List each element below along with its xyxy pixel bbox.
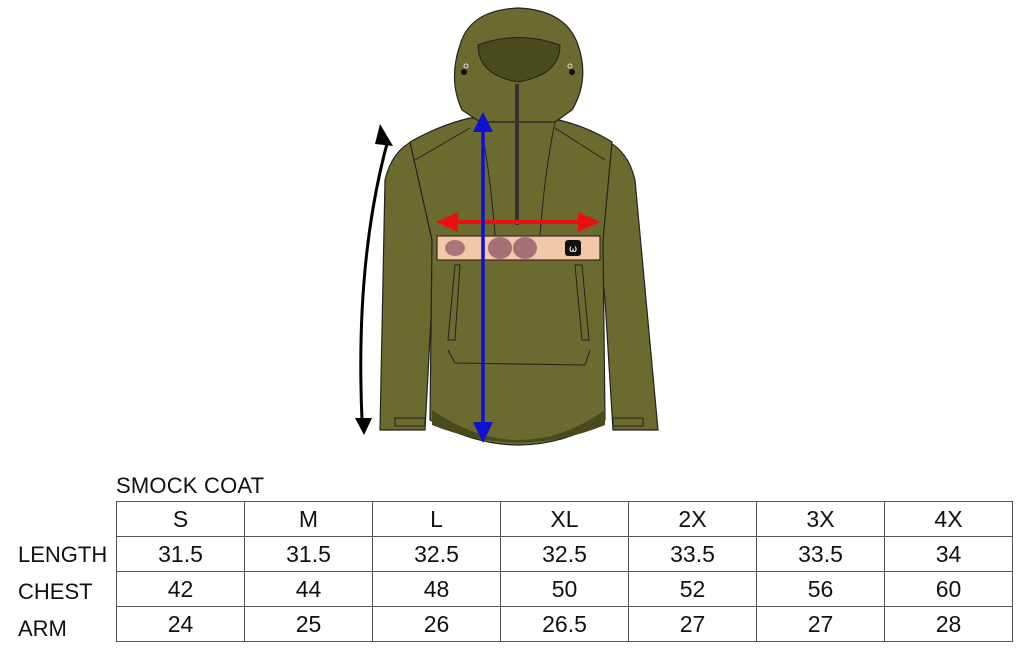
table-cell: 34 (884, 536, 1013, 572)
size-header: 4X (884, 501, 1013, 537)
arm-measure-arrow (355, 124, 393, 435)
table-cell: 31.5 (244, 536, 373, 572)
size-header: L (372, 501, 501, 537)
svg-text:ω: ω (569, 244, 577, 255)
table-cell: 48 (372, 571, 501, 607)
size-header: 2X (628, 501, 757, 537)
table-cell: 28 (884, 606, 1013, 642)
table-cell: 42 (116, 571, 245, 607)
size-header: M (244, 501, 373, 537)
row-label-length: LENGTH (18, 542, 108, 567)
smock-coat-illustration: ω (355, 7, 659, 446)
table-cell: 56 (756, 571, 885, 607)
table-cell: 33.5 (628, 536, 757, 572)
size-header: XL (500, 501, 629, 537)
right-sleeve (597, 139, 659, 431)
table-cell: 44 (244, 571, 373, 607)
table-cell: 32.5 (372, 536, 501, 572)
table-cell: 25 (244, 606, 373, 642)
table-cell: 31.5 (116, 536, 245, 572)
row-label-chest: CHEST (18, 579, 93, 604)
table-cell: 27 (756, 606, 885, 642)
table-cell: 52 (628, 571, 757, 607)
table-cell: 26 (372, 606, 501, 642)
table-row-length: 31.5 31.5 32.5 32.5 33.5 33.5 34 (116, 536, 1013, 572)
table-cell: 32.5 (500, 536, 629, 572)
size-chart-table: S M L XL 2X 3X 4X 31.5 31.5 32.5 32.5 33… (116, 501, 1013, 642)
size-header: 3X (756, 501, 885, 537)
table-cell: 26.5 (500, 606, 629, 642)
chest-measure-arrow (436, 212, 600, 232)
size-header-row: S M L XL 2X 3X 4X (116, 501, 1013, 537)
hood-opening (477, 37, 561, 83)
table-cell: 60 (884, 571, 1013, 607)
table-cell: 27 (628, 606, 757, 642)
table-cell: 50 (500, 571, 629, 607)
size-header: S (116, 501, 245, 537)
table-row-arm: 24 25 26 26.5 27 27 28 (116, 606, 1013, 642)
row-label-arm: ARM (18, 616, 67, 641)
table-cell: 33.5 (756, 536, 885, 572)
table-cell: 24 (116, 606, 245, 642)
length-measure-arrow (473, 112, 493, 443)
left-sleeve (379, 139, 441, 431)
table-title: SMOCK COAT (116, 473, 265, 498)
jacket-body (409, 117, 613, 446)
table-row-chest: 42 44 48 50 52 56 60 (116, 571, 1013, 607)
